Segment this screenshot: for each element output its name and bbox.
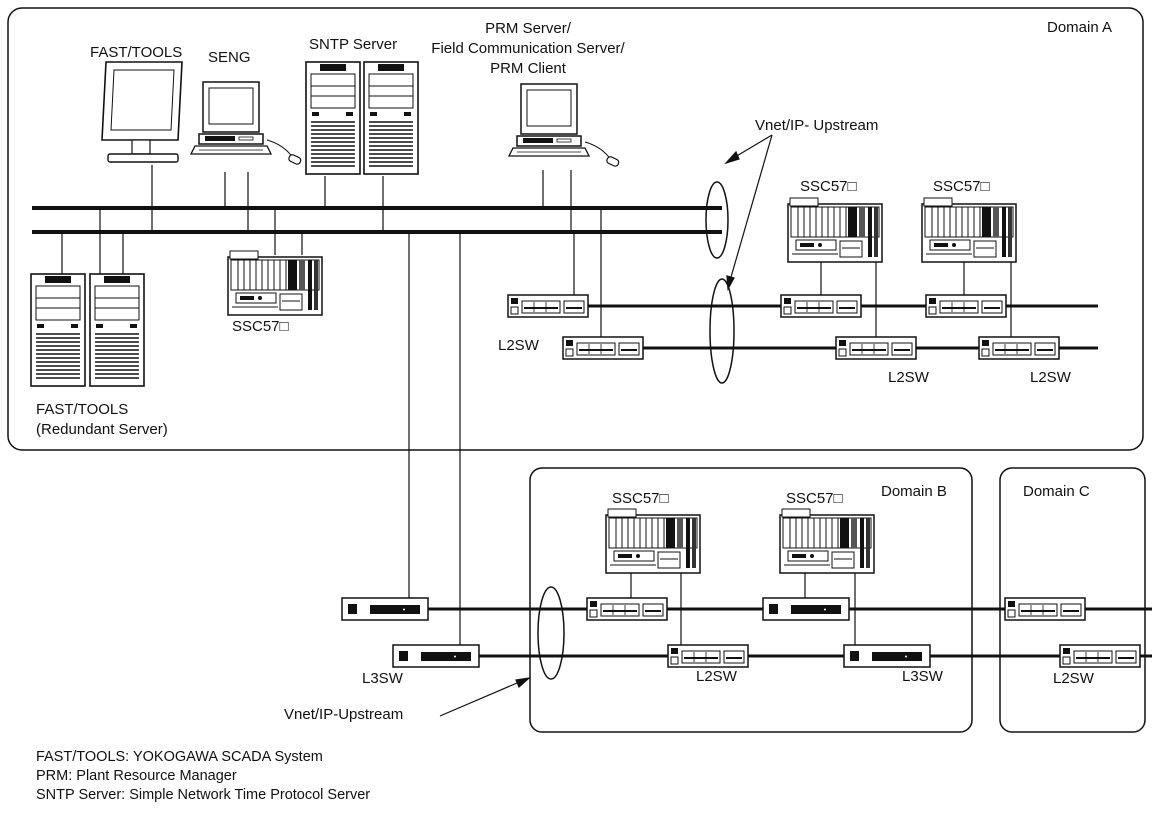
l2sw-a5 xyxy=(925,294,1007,318)
fast-tools-monitor xyxy=(101,61,183,163)
domain-a-frame xyxy=(7,7,1144,451)
l2sw-c2 xyxy=(1059,644,1141,668)
sntp-server-icon xyxy=(305,61,361,175)
prm-label-line2: Field Communication Server/ xyxy=(431,40,625,57)
l3sw-label-b: L3SW xyxy=(902,668,943,685)
prm-label-line3: PRM Client xyxy=(490,60,566,77)
upstream-arrow-bottom xyxy=(439,677,531,717)
upstream-ellipse-l2 xyxy=(709,278,735,384)
l2sw-a3 xyxy=(780,294,862,318)
upstream-label-bottom: Vnet/IP-Upstream xyxy=(284,706,404,723)
ssc-label-b2: SSC57□ xyxy=(786,490,843,507)
l2sw-label-a1: L2SW xyxy=(498,337,539,354)
domain-c-label: Domain C xyxy=(1023,483,1090,500)
ssc-controller-a1 xyxy=(227,250,323,316)
redundant-label-line2: (Redundant Server) xyxy=(36,421,168,438)
l2sw-c1 xyxy=(1004,597,1086,621)
domain-b-frame xyxy=(529,467,973,733)
redundant-server-icon-1 xyxy=(30,273,86,387)
sntp-server-label: SNTP Server xyxy=(309,36,398,53)
redundant-server-icon-2 xyxy=(89,273,145,387)
l3sw-3 xyxy=(762,597,850,621)
l2sw-label-a3: L2SW xyxy=(1030,369,1071,386)
upstream-ellipse-bus xyxy=(705,181,729,259)
l3sw-4 xyxy=(843,644,931,668)
l3sw-1 xyxy=(341,597,429,621)
l2sw-a4 xyxy=(835,336,917,360)
prm-label-line1: PRM Server/ xyxy=(485,20,571,37)
legend-item: FAST/TOOLS: YOKOGAWA SCADA System xyxy=(36,749,323,765)
ssc-controller-b1 xyxy=(605,508,701,574)
l2sw-b2 xyxy=(667,644,749,668)
l2sw-b1 xyxy=(586,597,668,621)
prm-workstation xyxy=(508,83,621,168)
upstream-label-top: Vnet/IP- Upstream xyxy=(755,117,879,134)
ssc-label-b1: SSC57□ xyxy=(612,490,669,507)
l2sw-label-b: L2SW xyxy=(696,668,737,685)
ssc-controller-b2 xyxy=(779,508,875,574)
domain-b-label: Domain B xyxy=(881,483,947,500)
redundant-label-line1: FAST/TOOLS xyxy=(36,401,129,418)
l2sw-label-a2: L2SW xyxy=(888,369,929,386)
ssc-label-a1: SSC57□ xyxy=(232,318,289,335)
ssc-label-a2: SSC57□ xyxy=(800,178,857,195)
bus-drop-lines xyxy=(61,165,602,645)
l3sw-2 xyxy=(392,644,480,668)
upstream-ellipse-lower xyxy=(537,586,565,680)
legend-item: PRM: Plant Resource Manager xyxy=(36,768,237,784)
l2sw-a6 xyxy=(978,336,1060,360)
domain-b-ssc-links xyxy=(630,573,856,645)
l2sw-label-c: L2SW xyxy=(1053,670,1094,687)
l3sw-label-left: L3SW xyxy=(362,670,403,687)
domain-c-frame xyxy=(999,467,1146,733)
seng-workstation xyxy=(190,81,303,166)
l2sw-a2 xyxy=(562,336,644,360)
upstream-arrows-top xyxy=(724,134,773,292)
legend-item: SNTP Server: Simple Network Time Protoco… xyxy=(36,787,371,803)
vnet-bus-upper xyxy=(32,206,722,234)
domain-a-label: Domain A xyxy=(1047,19,1113,36)
seng-label: SENG xyxy=(208,49,251,66)
fast-tools-label: FAST/TOOLS xyxy=(90,44,183,61)
sntp-server-icon-2 xyxy=(363,61,419,175)
legend: FAST/TOOLS: YOKOGAWA SCADA System PRM: P… xyxy=(36,748,370,805)
ssc-controller-a2 xyxy=(787,197,883,263)
ssc-controller-a3 xyxy=(921,197,1017,263)
l2sw-a1 xyxy=(507,294,589,318)
domain-a-ssc-links xyxy=(820,262,1012,337)
ssc-label-a3: SSC57□ xyxy=(933,178,990,195)
